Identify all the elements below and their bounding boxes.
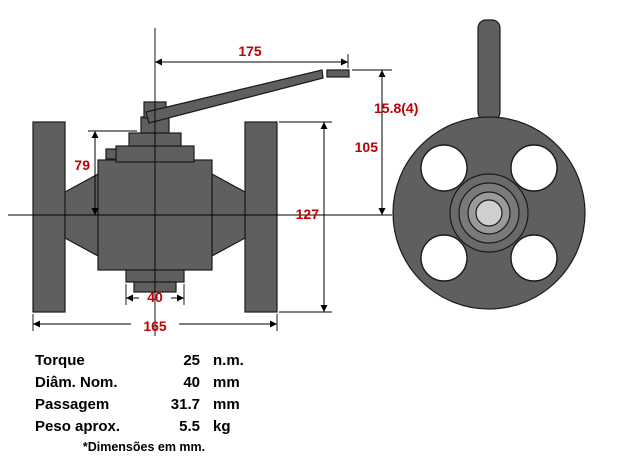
spec-value: 25	[183, 351, 200, 369]
spec-value: 40	[183, 373, 200, 391]
right-flange	[244, 121, 278, 313]
spec-unit: n.m.	[213, 351, 244, 369]
end-view-flange	[392, 19, 586, 310]
technical-drawing: 175 79 105 127 40 165 15.8(4)	[8, 19, 586, 336]
left-flange	[32, 121, 66, 313]
spec-label: Torque	[35, 351, 85, 369]
table-row: Passagem 31.7 mm	[35, 393, 253, 415]
dim-face-to-face-label: 165	[143, 318, 167, 334]
bore-opening	[475, 199, 503, 227]
dimensions-footnote: *Dimensões em mm.	[82, 440, 206, 454]
dim-pad-height-label: 79	[74, 157, 90, 173]
spec-value: 31.7	[170, 395, 200, 413]
dim-handle-length-label: 175	[238, 43, 262, 59]
side-view-valve	[32, 69, 350, 313]
pad-nub	[105, 148, 117, 160]
spec-label: Peso aprox.	[35, 417, 121, 435]
lever-handle	[145, 69, 324, 124]
lever-handle-tip	[326, 69, 350, 78]
spec-table: Torque 25 n.m. Diâm. Nom. 40 mm Passagem…	[35, 349, 253, 455]
bolt-hole	[510, 234, 558, 282]
dim-bolt-holes-label: 15.8(4)	[374, 100, 418, 116]
spec-value: 5.5	[179, 417, 200, 435]
dim-flange-od-label: 127	[296, 206, 320, 222]
spec-unit: mm	[213, 373, 240, 391]
bolt-hole	[510, 144, 558, 192]
dim-handle-height-label: 105	[355, 139, 379, 155]
bolt-hole	[420, 234, 468, 282]
table-row: Torque 25 n.m.	[35, 349, 253, 371]
spec-unit: mm	[213, 395, 240, 413]
spec-unit: kg	[213, 417, 231, 435]
spec-label: Passagem	[35, 395, 110, 413]
spec-label: Diâm. Nom.	[35, 373, 118, 391]
bolt-hole	[420, 144, 468, 192]
end-view-stem	[477, 19, 501, 121]
dim-bore-label: 40	[147, 289, 163, 305]
table-row: Peso aprox. 5.5 kg	[35, 415, 253, 437]
table-row: Diâm. Nom. 40 mm	[35, 371, 253, 393]
